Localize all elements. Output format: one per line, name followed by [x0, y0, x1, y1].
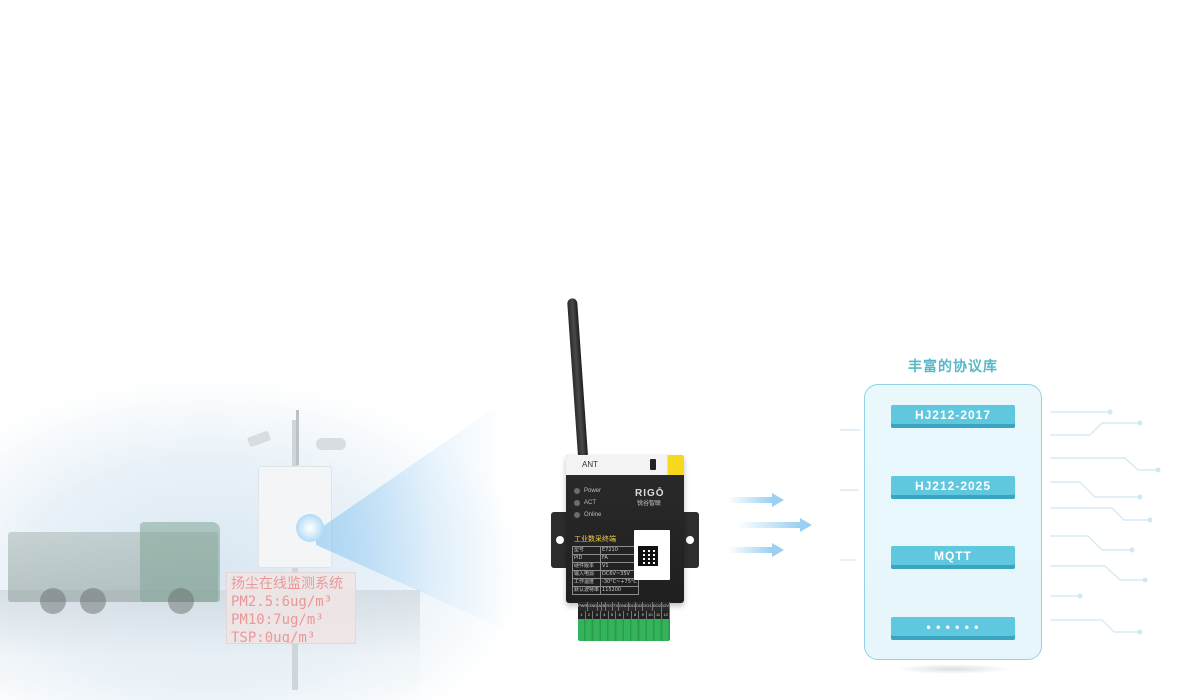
- terminal-number: 12: [662, 611, 671, 619]
- spec-key: PID: [571, 554, 602, 563]
- terminal-labels: PWR GND A B RX TX GND DI1 DI2 DO1 DO2 12…: [578, 602, 670, 611]
- led-line: PM10:7ug/m³: [231, 612, 324, 628]
- terminal-label: GND: [588, 602, 599, 611]
- terminal-number: 9: [639, 611, 648, 619]
- protocol-hj212-2017[interactable]: HJ212-2017: [891, 405, 1015, 428]
- truck-wheel: [80, 588, 106, 614]
- power-led-icon: [574, 488, 580, 494]
- terminal-label: RX: [606, 602, 613, 611]
- spec-key: 工作温度: [571, 578, 602, 587]
- terminal-label: PWR: [578, 602, 589, 611]
- station-mast: [296, 410, 299, 465]
- table-row: 工作温度-30°C~+75°C: [571, 578, 639, 587]
- led-line: TSP:0ug/m³: [231, 630, 316, 644]
- terminal-number: 5: [609, 611, 617, 619]
- arrow-right-icon: [728, 493, 784, 507]
- terminal-label: 12V: [662, 602, 670, 611]
- device-title: 工业数采终端: [574, 535, 616, 543]
- terminal-number: 1: [578, 611, 586, 619]
- terminal-number: 2: [586, 611, 594, 619]
- monitoring-station-box: [258, 466, 332, 568]
- antenna-label: ANT: [582, 460, 598, 469]
- terminal-label: A: [598, 602, 603, 611]
- terminal-label: DI1: [629, 602, 637, 611]
- led-line: 扬尘在线监测系统: [231, 576, 343, 592]
- protocol-mqtt[interactable]: MQTT: [891, 546, 1015, 569]
- online-led-icon: [574, 512, 580, 518]
- terminal-numbers: 1 2 3 4 5 6 7 8 9 10 11 12: [578, 611, 671, 619]
- truck-wheel: [168, 588, 194, 614]
- mount-bracket-right: [681, 512, 699, 568]
- terminal-number: 4: [601, 611, 609, 619]
- antenna: [566, 298, 588, 457]
- protocol-more[interactable]: • • • • • •: [891, 617, 1015, 640]
- terminal-number: 10: [647, 611, 655, 619]
- terminal-number: 7: [624, 611, 632, 619]
- protocol-library-panel: [864, 384, 1042, 660]
- sensor-port: [296, 514, 324, 542]
- spec-key: 硬件版本: [571, 562, 602, 571]
- terminal-number: 3: [593, 611, 602, 619]
- spec-value: DC6V~35V: [600, 570, 639, 579]
- spec-value: 115200: [600, 586, 639, 595]
- truck-wheel: [40, 588, 66, 614]
- spec-value: V1: [600, 562, 639, 571]
- brand-name: 锐谷智联: [637, 500, 662, 507]
- arrow-right-icon: [738, 518, 812, 532]
- terminal-number: 6: [616, 611, 625, 619]
- panel-title: 丰富的协议库: [908, 359, 998, 375]
- act-led-icon: [574, 500, 580, 506]
- protocol-hj212-2025[interactable]: HJ212-2025: [891, 476, 1015, 499]
- terminal-label: DI2: [636, 602, 644, 611]
- terminal-block: [578, 619, 670, 641]
- terminal-label: B: [602, 602, 607, 611]
- terminal-number: 8: [632, 611, 640, 619]
- indicator-label: ACT: [584, 500, 596, 506]
- spec-value: FA: [600, 554, 639, 563]
- mount-bracket-left: [551, 512, 569, 568]
- terminal-number: 11: [655, 611, 663, 619]
- spec-value: -30°C~+75°C: [600, 578, 639, 587]
- spec-key: 默认波特率: [571, 586, 602, 595]
- terminal-label: DO1: [643, 602, 653, 611]
- arrow-right-icon: [728, 543, 784, 557]
- terminal-label: DO2: [653, 602, 662, 611]
- led-line: PM2.5:6ug/m³: [231, 594, 333, 610]
- anemometer-icon: [316, 438, 346, 450]
- indicator-label: Online: [584, 512, 602, 518]
- antenna-port: [650, 459, 656, 470]
- circuit-lines: [840, 409, 1161, 635]
- terminal-label: TX: [613, 602, 620, 611]
- spec-value: E7210: [600, 546, 639, 555]
- indicator-label: Power: [584, 488, 602, 494]
- panel-shadow: [895, 664, 1011, 674]
- terminal-label: GND: [619, 602, 629, 611]
- spec-key: 型号: [571, 546, 602, 555]
- qr-code-icon: [638, 546, 658, 566]
- brand-logo: RIGŌ: [635, 488, 665, 499]
- spec-key: 输入电源: [571, 570, 602, 579]
- led-display-board: 扬尘在线监测系统 PM2.5:6ug/m³ PM10:7ug/m³ TSP:0u…: [226, 572, 356, 644]
